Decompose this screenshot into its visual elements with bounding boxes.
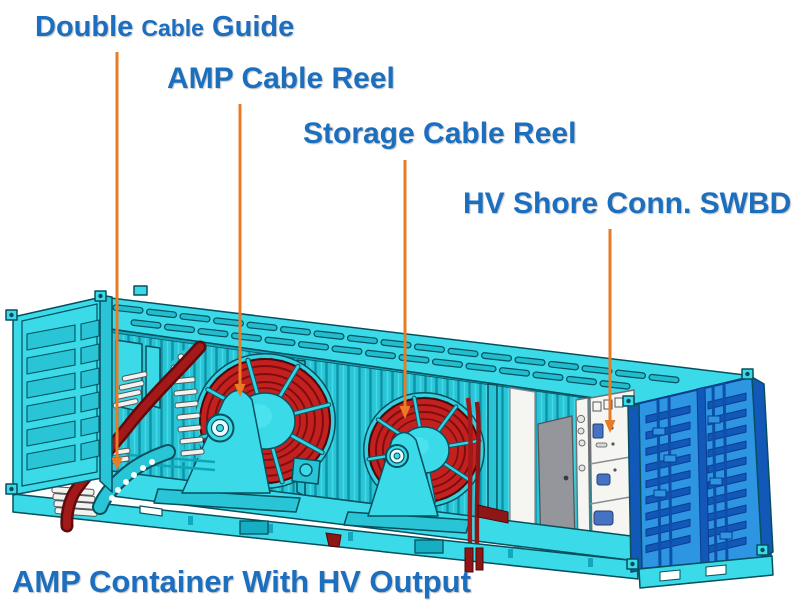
front-left-corner-post — [99, 294, 113, 493]
callout-storage-cable-reel: Storage Cable Reel — [303, 117, 577, 150]
hv-shore-connection-switchboard — [575, 389, 637, 553]
leader-hv-shore-conn-swbd — [604, 229, 616, 433]
right-end-corner-post — [627, 403, 643, 573]
left-end-door-panels — [26, 319, 100, 471]
container-right-end-doors — [622, 368, 774, 589]
chain-links-upper-left — [112, 371, 148, 409]
swbd-slot — [595, 442, 608, 448]
hv-cable-ends — [325, 532, 484, 573]
hv-output-cables — [465, 397, 509, 546]
swbd-room — [509, 387, 576, 553]
guide-curved-arm — [94, 446, 174, 513]
diagram-caption: AMP Container With HV Output — [12, 564, 471, 599]
callout-word: Guide — [212, 11, 295, 43]
forklift-pocket — [414, 539, 444, 554]
forklift-pocket — [239, 520, 269, 535]
callout-word: Cable — [141, 15, 204, 41]
swbd-instrument — [614, 397, 624, 408]
door-handle — [563, 475, 569, 481]
callout-hv-shore-conn-swbd: HV Shore Conn. SWBD — [463, 187, 792, 220]
container-left-end — [5, 290, 113, 496]
corner-fitting — [626, 558, 639, 570]
reel-stand — [367, 431, 439, 517]
swbd-display — [596, 473, 611, 486]
cable-tray — [477, 504, 509, 524]
chain-links-vertical — [171, 376, 205, 457]
lock-rod-brackets — [652, 415, 733, 540]
reel-base-skid — [153, 488, 301, 513]
leader-amp-cable-reel — [234, 104, 246, 397]
swbd-display — [593, 510, 614, 526]
swbd-instrument — [603, 399, 613, 410]
corner-fitting — [5, 309, 18, 321]
storage-cable-reel-assembly — [343, 392, 485, 534]
base-notch — [705, 564, 727, 577]
corner-fitting — [94, 290, 107, 302]
corner-fitting — [622, 395, 635, 407]
callout-double-cable-guide: Double Cable Guide — [35, 12, 294, 42]
amp-cable-reel-assembly — [153, 353, 336, 513]
reel-base-skid — [343, 511, 471, 534]
rail-notch — [139, 505, 163, 517]
swbd-display — [592, 423, 604, 439]
leader-double-cable-guide — [111, 52, 123, 470]
corner-fitting — [5, 483, 18, 495]
corner-fitting — [741, 368, 754, 380]
callout-amp-cable-reel: AMP Cable Reel — [167, 62, 395, 95]
leader-lines — [111, 52, 616, 470]
roof-twistlock-block — [133, 285, 148, 296]
base-notch — [659, 569, 681, 582]
callout-word: Double — [35, 11, 134, 43]
swbd-instrument — [592, 401, 602, 412]
corner-fitting — [756, 544, 769, 556]
right-end-side — [751, 376, 774, 559]
double-cable-guide-assembly — [51, 340, 216, 533]
leader-storage-cable-reel — [399, 160, 411, 419]
cable-end — [325, 532, 342, 548]
